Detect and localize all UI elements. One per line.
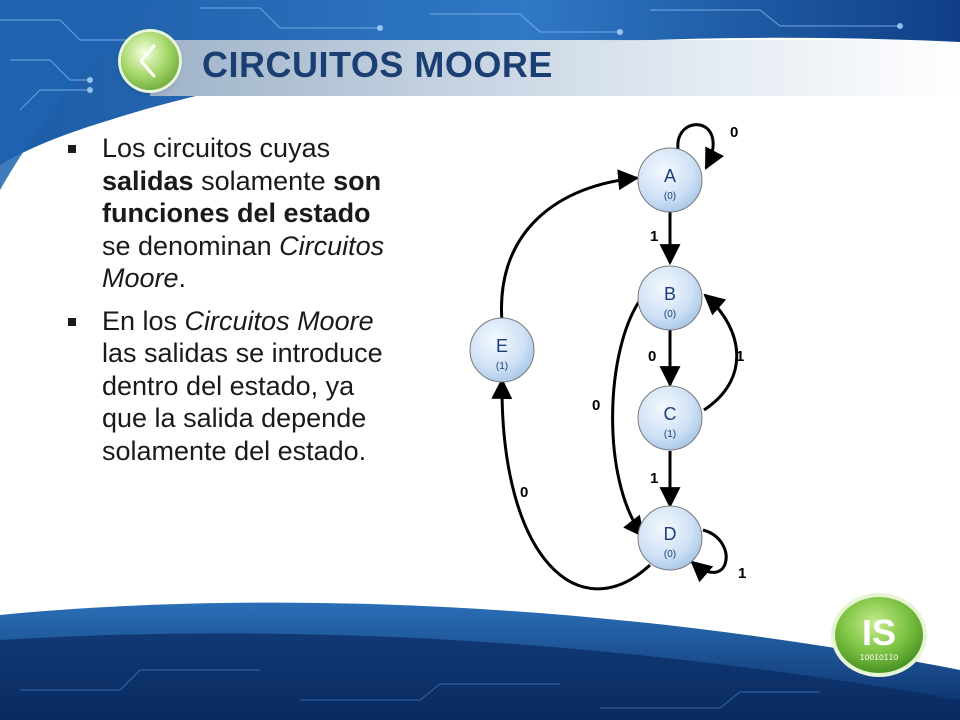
state-label: E xyxy=(496,336,508,356)
edge-label: 0 xyxy=(520,484,528,501)
bullet-text: Los circuitos cuyas salidas solamente so… xyxy=(102,133,384,293)
slide-title: CIRCUITOS MOORE xyxy=(202,44,553,85)
edge-b-d xyxy=(611,295,645,538)
state-output: (0) xyxy=(664,191,676,202)
state-node-b: B (0) xyxy=(637,265,703,331)
bullet-item: Los circuitos cuyas salidas solamente so… xyxy=(62,132,392,295)
state-output: (0) xyxy=(664,549,676,560)
text-segment: . xyxy=(178,263,187,293)
bullet-item: En los Circuitos Moore las salidas se in… xyxy=(62,305,392,468)
state-output: (1) xyxy=(664,429,676,440)
state-label: B xyxy=(664,284,676,304)
text-segment: las salidas se introduce dentro del esta… xyxy=(102,338,383,466)
bullet-square-icon xyxy=(68,317,76,326)
edge-label: 1 xyxy=(650,228,658,245)
state-label: D xyxy=(664,524,677,544)
state-node-c: C (1) xyxy=(637,385,703,451)
text-segment: En los xyxy=(102,305,185,336)
edge-label: 1 xyxy=(736,348,744,365)
edge-label: 1 xyxy=(738,565,746,582)
text-segment-bold: son funciones del estado xyxy=(102,165,382,229)
edge-d-d xyxy=(690,528,728,583)
bullet-text: En los Circuitos Moore las salidas se in… xyxy=(102,306,383,466)
text-segment-italic: Circuitos Moore xyxy=(102,230,385,294)
text-segment-bold: salidas xyxy=(102,165,194,196)
state-diagram: A (0) B (0) C (1) D (0) E (1) 0 1 0 1 0 … xyxy=(469,123,746,591)
chevron-left-icon xyxy=(139,44,156,78)
state-node-e: E (1) xyxy=(469,317,535,383)
state-output: (0) xyxy=(664,309,676,320)
state-node-a: A (0) xyxy=(637,147,703,213)
back-button[interactable] xyxy=(121,32,179,90)
edge-label: 1 xyxy=(650,470,658,487)
logo-subtext: IOOIOIIO xyxy=(860,654,899,663)
edge-e-a xyxy=(500,169,640,323)
text-segment: Los circuitos cuyas xyxy=(102,133,331,163)
text-segment: se denominan xyxy=(102,230,280,261)
edge-label: 0 xyxy=(592,397,600,414)
edge-label: 0 xyxy=(648,348,656,365)
edge-a-a xyxy=(676,123,725,170)
edge-c-b xyxy=(703,293,739,412)
bullet-list: Los circuitos cuyas salidas solamente so… xyxy=(62,132,392,477)
state-output: (1) xyxy=(496,361,508,372)
state-node-d: D (0) xyxy=(637,505,703,571)
edge-label: 0 xyxy=(730,124,738,141)
logo-text: IS xyxy=(862,612,896,653)
text-segment-italic: Circuitos Moore xyxy=(184,305,374,336)
title-bar xyxy=(150,40,960,96)
bullet-square-icon xyxy=(68,145,76,153)
circuit-pattern xyxy=(0,7,900,111)
text-segment: solamente xyxy=(193,165,334,196)
state-label: A xyxy=(664,166,676,186)
state-label: C xyxy=(664,404,677,424)
logo: IS IOOIOIIO xyxy=(831,593,927,677)
edge-d-e xyxy=(491,377,652,591)
